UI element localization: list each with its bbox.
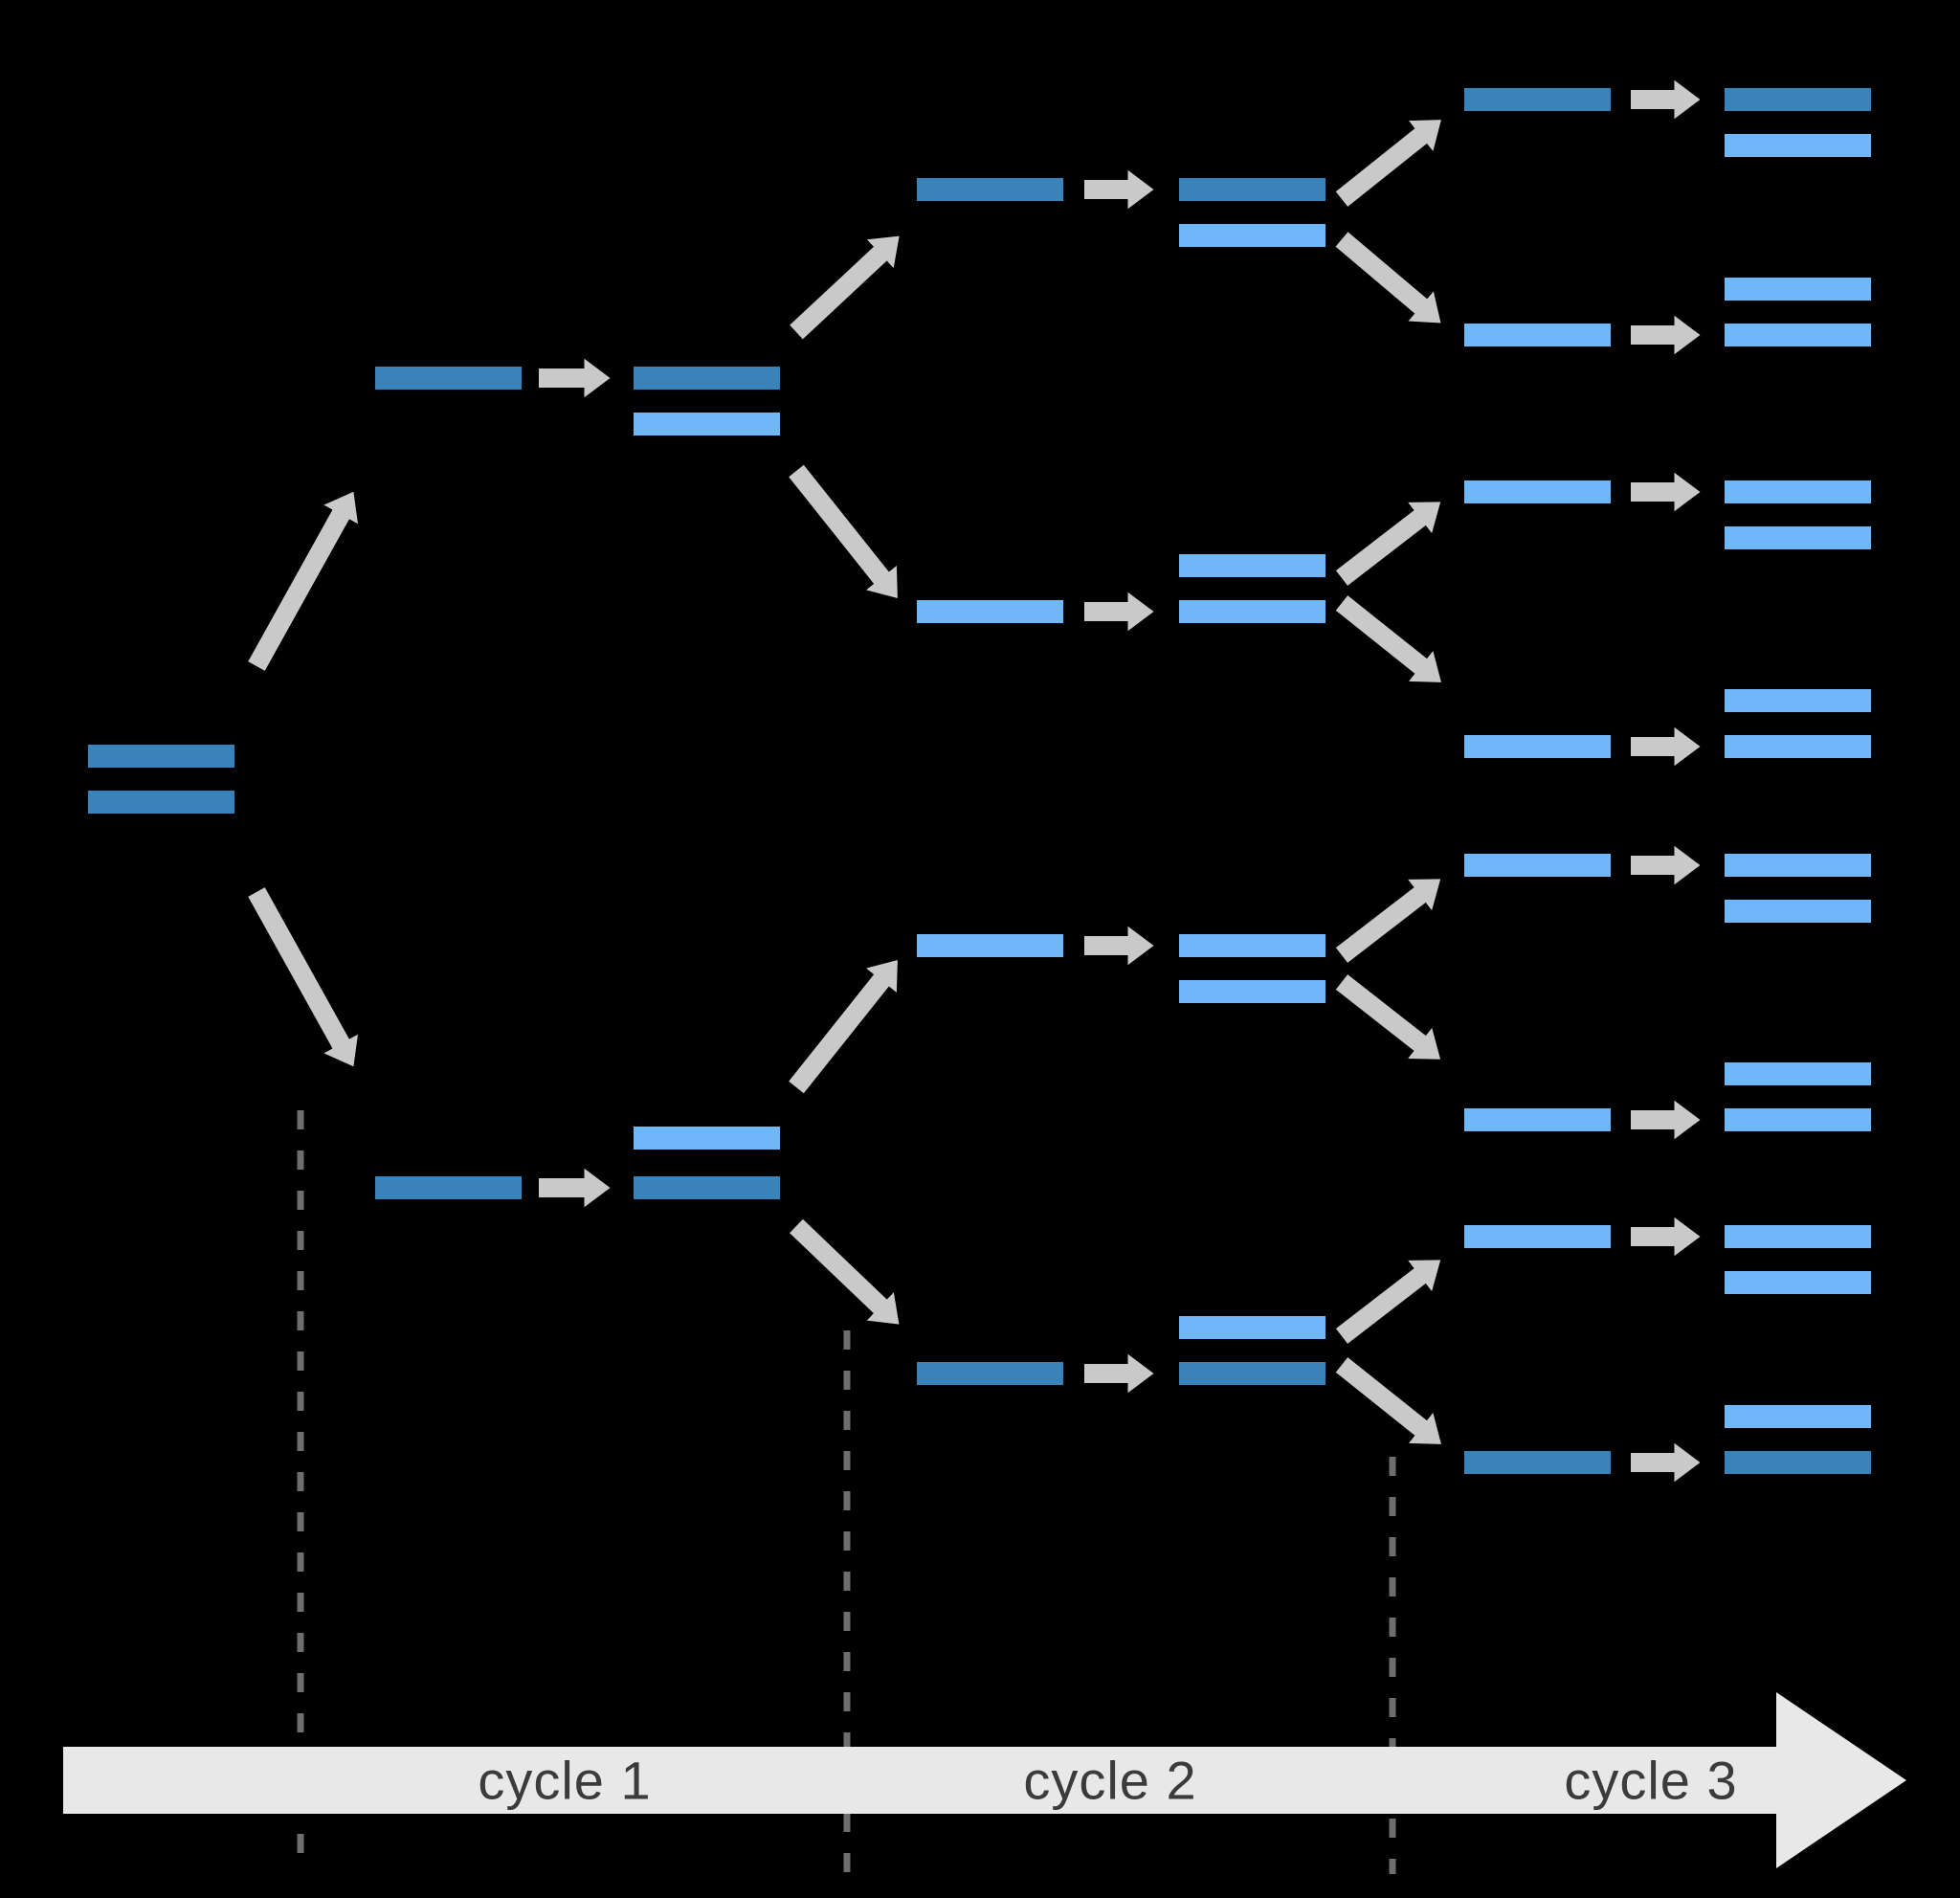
dna-strand-new (634, 1127, 780, 1150)
timeline-arrow (63, 1692, 1906, 1868)
split-arrow-icon (1335, 120, 1441, 207)
dna-strand-new (1725, 1108, 1871, 1131)
cycle-3-label: cycle 3 (1564, 1750, 1738, 1811)
dna-strand-new (1179, 980, 1325, 1003)
dna-strand-template (1464, 88, 1611, 111)
dna-strand-new (917, 600, 1063, 623)
dna-strand-new (917, 934, 1063, 957)
split-arrow-icon (1335, 1357, 1441, 1444)
split-arrow-icon (1335, 1260, 1441, 1344)
dna-strand-new (1725, 689, 1871, 712)
dna-strand-new (1179, 600, 1325, 623)
dna-strand-template (1464, 1451, 1611, 1474)
dna-strand-template (1725, 88, 1871, 111)
dna-strand-new (1464, 324, 1611, 346)
split-arrow-icon (1335, 502, 1441, 586)
dna-strand-template (88, 745, 234, 768)
dna-strand-template (375, 367, 522, 390)
dna-strand-template (88, 791, 234, 814)
cycle-1-label: cycle 1 (478, 1750, 652, 1811)
split-arrow-icon (1335, 595, 1441, 682)
split-arrow-icon (789, 960, 898, 1094)
dna-strand-template (634, 1176, 780, 1199)
dna-strand-new (1725, 324, 1871, 346)
dna-strand-new (1464, 854, 1611, 877)
dna-strand-new (1725, 480, 1871, 503)
timeline-band (63, 1747, 1778, 1814)
dna-strand-new (1725, 1062, 1871, 1085)
dna-strand-new (1179, 1316, 1325, 1339)
split-arrow-icon (1335, 879, 1441, 963)
flow-arrows (248, 79, 1701, 1483)
dna-strand-new (1725, 854, 1871, 877)
dna-strand-template (917, 178, 1063, 201)
dna-strand-new (1725, 1225, 1871, 1248)
dna-strand-new (1725, 526, 1871, 549)
split-arrow-icon (248, 887, 359, 1067)
dna-strand-new (1725, 134, 1871, 157)
dna-strand-new (1725, 1405, 1871, 1428)
split-arrow-icon (789, 464, 898, 598)
dna-strand-template (1179, 178, 1325, 201)
dna-strand-template (634, 367, 780, 390)
dna-strand-new (1179, 934, 1325, 957)
dna-strands (88, 88, 1871, 1474)
dna-strand-new (1725, 1271, 1871, 1294)
dna-strand-new (1725, 735, 1871, 758)
timeline-arrowhead-icon (1776, 1692, 1906, 1868)
dna-strand-new (1725, 900, 1871, 923)
dna-strand-new (1464, 480, 1611, 503)
split-arrow-icon (790, 235, 900, 340)
dna-strand-new (1464, 1108, 1611, 1131)
split-arrow-icon (1335, 974, 1441, 1060)
cycle-2-label: cycle 2 (1023, 1750, 1197, 1811)
dna-strand-new (1179, 554, 1325, 577)
split-arrow-icon (790, 1218, 900, 1325)
split-arrow-icon (248, 491, 359, 671)
dna-strand-template (1725, 1451, 1871, 1474)
dna-strand-new (1179, 224, 1325, 247)
dna-strand-new (1464, 735, 1611, 758)
dna-strand-new (634, 413, 780, 435)
dna-strand-new (1725, 278, 1871, 301)
dna-strand-new (1464, 1225, 1611, 1248)
split-arrow-icon (1335, 232, 1441, 324)
dna-strand-template (917, 1362, 1063, 1385)
dna-strand-template (1179, 1362, 1325, 1385)
dna-strand-template (375, 1176, 522, 1199)
